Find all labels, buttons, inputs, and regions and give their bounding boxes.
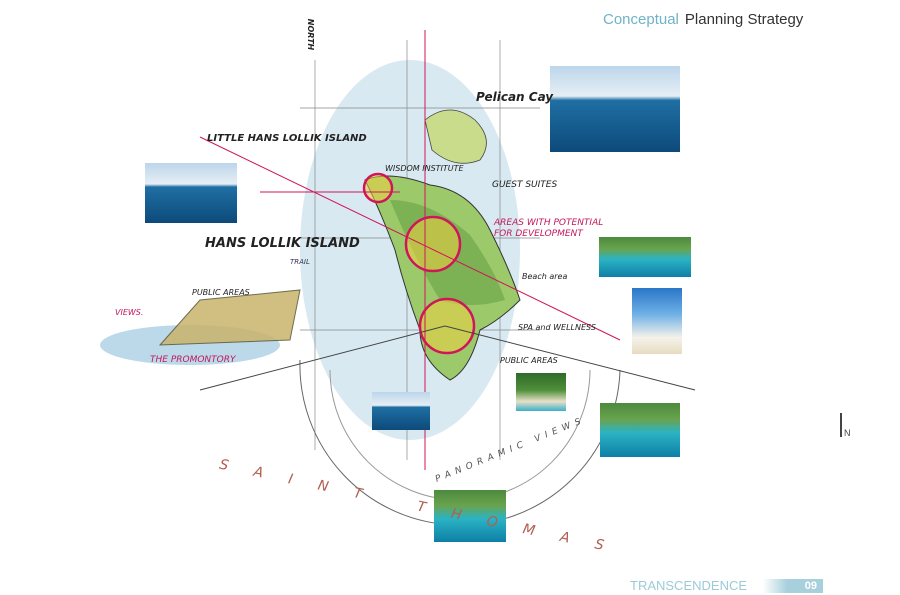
label-public-areas: PUBLIC AREAS — [500, 356, 558, 365]
label-pelican-cay: Pelican Cay — [476, 90, 554, 104]
pelican-cay-island — [424, 109, 487, 164]
photo-aerial-island — [145, 163, 237, 223]
label-views: VIEWS. — [115, 308, 144, 317]
label-promontory: THE PROMONTORY — [150, 355, 236, 365]
label-areas-potential-2: FOR DEVELOPMENT — [494, 229, 583, 239]
footer: TRANSCENDENCE 09 — [630, 578, 824, 593]
photo-bay — [600, 403, 680, 457]
label-beach-area: Beach area — [522, 272, 568, 281]
compass-marker — [840, 413, 842, 437]
page-number: 09 — [763, 578, 824, 593]
label-wisdom-institute: WISDOM INSTITUTE — [385, 164, 464, 173]
photo-aerial-pelican-cay — [550, 66, 680, 152]
label-guest-suites: GUEST SUITES — [492, 180, 558, 190]
development-zones — [362, 172, 476, 355]
title-accent: Conceptual — [603, 11, 679, 28]
photo-lagoon — [434, 490, 506, 542]
footer-brand: TRANSCENDENCE — [630, 578, 748, 593]
label-hans-lollik: HANS LOLLIK ISLAND — [205, 236, 360, 251]
label-little-hans-lollik: LITTLE HANS LOLLIK ISLAND — [207, 133, 367, 144]
photo-island-small — [372, 392, 430, 430]
photo-beach — [516, 373, 566, 411]
photo-coast — [599, 237, 691, 277]
photo-palm-beach — [632, 288, 682, 354]
label-spa-wellness: SPA and WELLNESS — [518, 323, 596, 332]
label-public-areas-left: PUBLIC AREAS — [192, 288, 250, 297]
page-title: Conceptual Planning Strategy — [603, 11, 803, 28]
label-areas-potential: AREAS WITH POTENTIAL — [494, 218, 604, 228]
label-trail: TRAIL — [290, 258, 310, 266]
title-main: Planning Strategy — [684, 11, 804, 28]
promontory-sketch — [158, 289, 301, 346]
compass-marker-label: N — [844, 428, 851, 438]
north-label: NORTH — [306, 18, 316, 51]
